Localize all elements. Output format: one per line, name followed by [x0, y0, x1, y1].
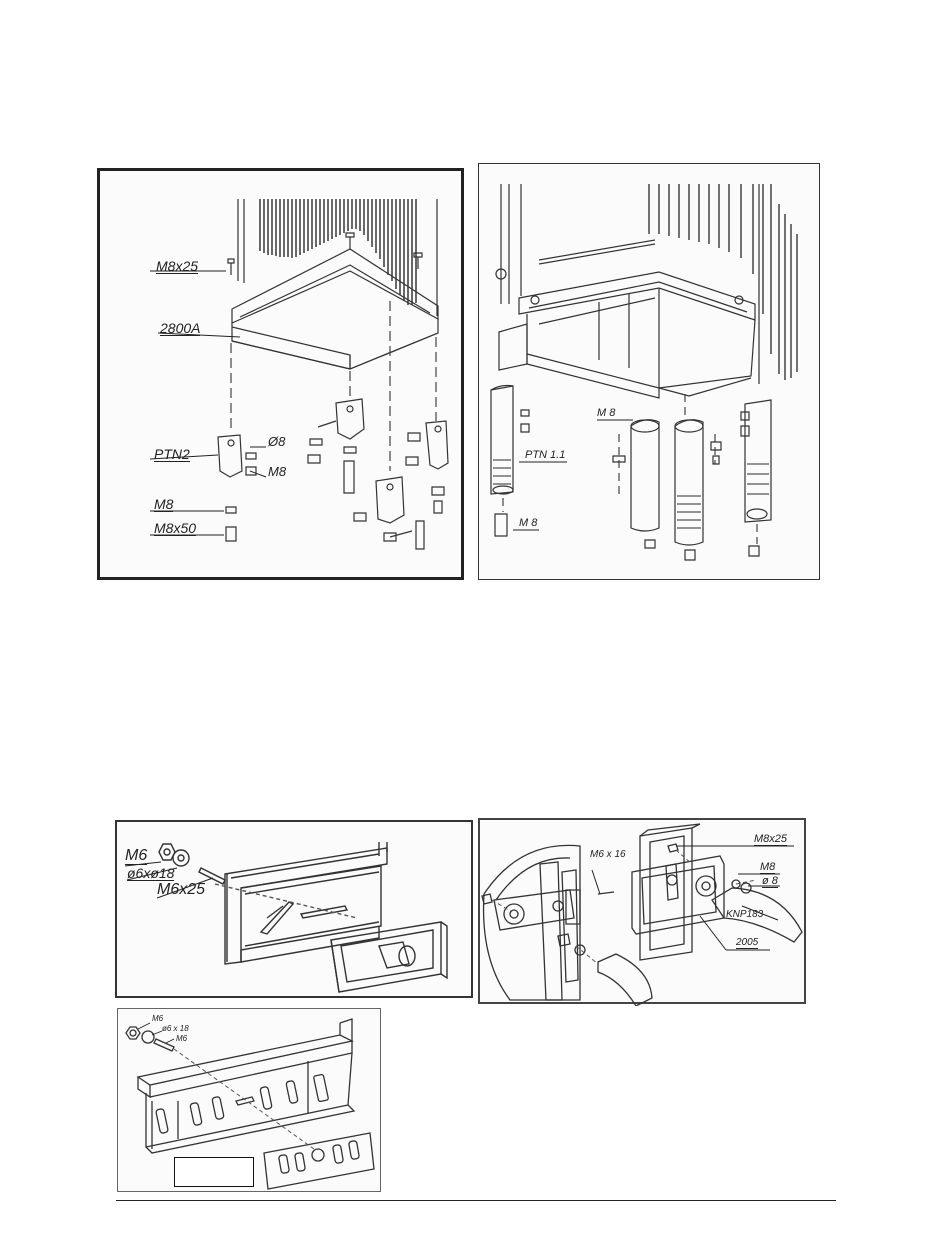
label-m8-right: M8: [268, 465, 286, 478]
label-ptn2: PTN2: [154, 447, 190, 462]
empty-caption-box: [174, 1157, 254, 1187]
label-2800a: 2800A: [160, 321, 200, 336]
label-2005: 2005: [736, 938, 758, 949]
label-m8: M8: [760, 862, 775, 874]
label-m6x16: M6 x 16: [590, 850, 626, 860]
figure-3-drawing: [117, 822, 475, 1000]
figure-3-panel-knob-assembly: M6 ø6xø18 M6x25: [115, 820, 473, 998]
label-m8: M8: [154, 497, 173, 512]
label-d8: ø 8: [762, 876, 778, 888]
label-m8-top: M 8: [597, 408, 615, 419]
label-washer: ø6xø18: [127, 866, 174, 881]
figure-5-rail-assembly: M6 ø6 x 18 M6: [117, 1008, 381, 1192]
label-d8: Ø8: [268, 435, 285, 448]
figure-1-corner-base-exploded: M8x25 2800A PTN2 Ø8 M8 M8 M8x50: [97, 168, 464, 580]
label-m6: M6: [125, 848, 147, 865]
figure-2-corner-base-legs: M 8 PTN 1.1 M 8: [478, 163, 820, 580]
label-m6b: M6: [176, 1035, 187, 1043]
label-m6: M6: [152, 1015, 163, 1023]
label-m8x50: M8x50: [154, 521, 196, 536]
label-knp183: KNP183: [726, 910, 763, 920]
label-m8-bottom: M 8: [519, 518, 537, 529]
figure-4-hinge-knob-assembly: M6 x 16 M8x25 M8 ø 8 KNP183 2005: [478, 818, 806, 1004]
label-m6x25: M6x25: [157, 882, 205, 898]
label-m8x25: M8x25: [754, 834, 787, 846]
label-washer: ø6 x 18: [162, 1025, 189, 1033]
footer-rule: [116, 1200, 836, 1201]
label-m8x25: M8x25: [156, 259, 198, 274]
label-ptn11: PTN 1.1: [525, 450, 565, 461]
